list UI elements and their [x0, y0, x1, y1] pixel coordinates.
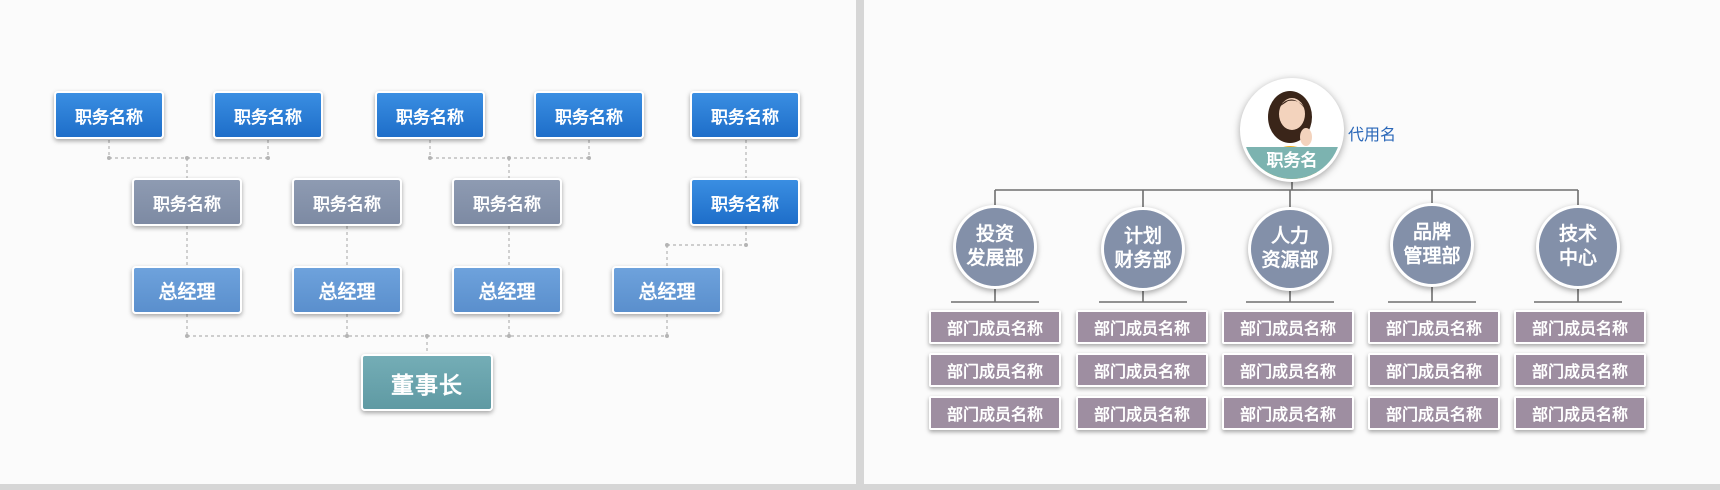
member-box: 部门成员名称	[1222, 396, 1354, 430]
top-position-box-3: 职务名称	[375, 91, 485, 139]
member-box: 部门成员名称	[1368, 310, 1500, 344]
member-box: 部门成员名称	[929, 310, 1061, 344]
department-node-5: 技术 中心	[1536, 205, 1620, 289]
top-position-box-2: 职务名称	[213, 91, 323, 139]
department-name-line1: 品牌	[1412, 222, 1451, 243]
department-node-1: 投资 发展部	[953, 205, 1037, 289]
general-manager-box-1: 总经理	[132, 266, 242, 314]
member-box: 部门成员名称	[1514, 396, 1646, 430]
department-name-line2: 管理部	[1403, 246, 1461, 267]
executive-avatar: 职务名	[1240, 78, 1344, 182]
executive-alias: 代用名	[1348, 127, 1397, 144]
member-box: 部门成员名称	[1076, 396, 1208, 430]
department-node-4: 品牌 管理部	[1390, 203, 1474, 287]
chairman-box: 董事长	[361, 354, 493, 411]
top-position-box-5: 职务名称	[690, 91, 800, 139]
member-box: 部门成员名称	[1368, 353, 1500, 387]
mid-position-box-4: 职务名称	[690, 178, 800, 226]
panel-divider	[856, 0, 864, 490]
bottom-divider	[0, 484, 1720, 490]
department-name-line1: 计划	[1123, 226, 1162, 247]
department-name-line2: 中心	[1558, 248, 1597, 269]
member-box: 部门成员名称	[1514, 310, 1646, 344]
mid-position-box-2: 职务名称	[292, 178, 402, 226]
mid-position-box-1: 职务名称	[132, 178, 242, 226]
member-box: 部门成员名称	[1076, 353, 1208, 387]
member-box: 部门成员名称	[1076, 310, 1208, 344]
left-org-connectors	[107, 140, 748, 354]
top-position-box-1: 职务名称	[54, 91, 164, 139]
member-box: 部门成员名称	[1514, 353, 1646, 387]
member-box: 部门成员名称	[1222, 310, 1354, 344]
general-manager-box-2: 总经理	[292, 266, 402, 314]
department-name-line1: 技术	[1558, 224, 1597, 245]
general-manager-box-4: 总经理	[612, 266, 722, 314]
department-name-line1: 投资	[975, 224, 1014, 245]
general-manager-box-3: 总经理	[452, 266, 562, 314]
top-position-box-4: 职务名称	[534, 91, 644, 139]
department-node-3: 人力 资源部	[1248, 207, 1332, 291]
executive-title: 职务名	[1243, 147, 1341, 179]
member-box: 部门成员名称	[929, 396, 1061, 430]
mid-position-box-3: 职务名称	[452, 178, 562, 226]
department-name-line1: 人力	[1270, 226, 1309, 247]
department-name-line2: 发展部	[966, 248, 1024, 269]
member-box: 部门成员名称	[1368, 396, 1500, 430]
department-name-line2: 财务部	[1114, 250, 1172, 271]
department-name-line2: 资源部	[1261, 250, 1319, 271]
member-box: 部门成员名称	[1222, 353, 1354, 387]
department-node-2: 计划 财务部	[1101, 207, 1185, 291]
member-box: 部门成员名称	[929, 353, 1061, 387]
